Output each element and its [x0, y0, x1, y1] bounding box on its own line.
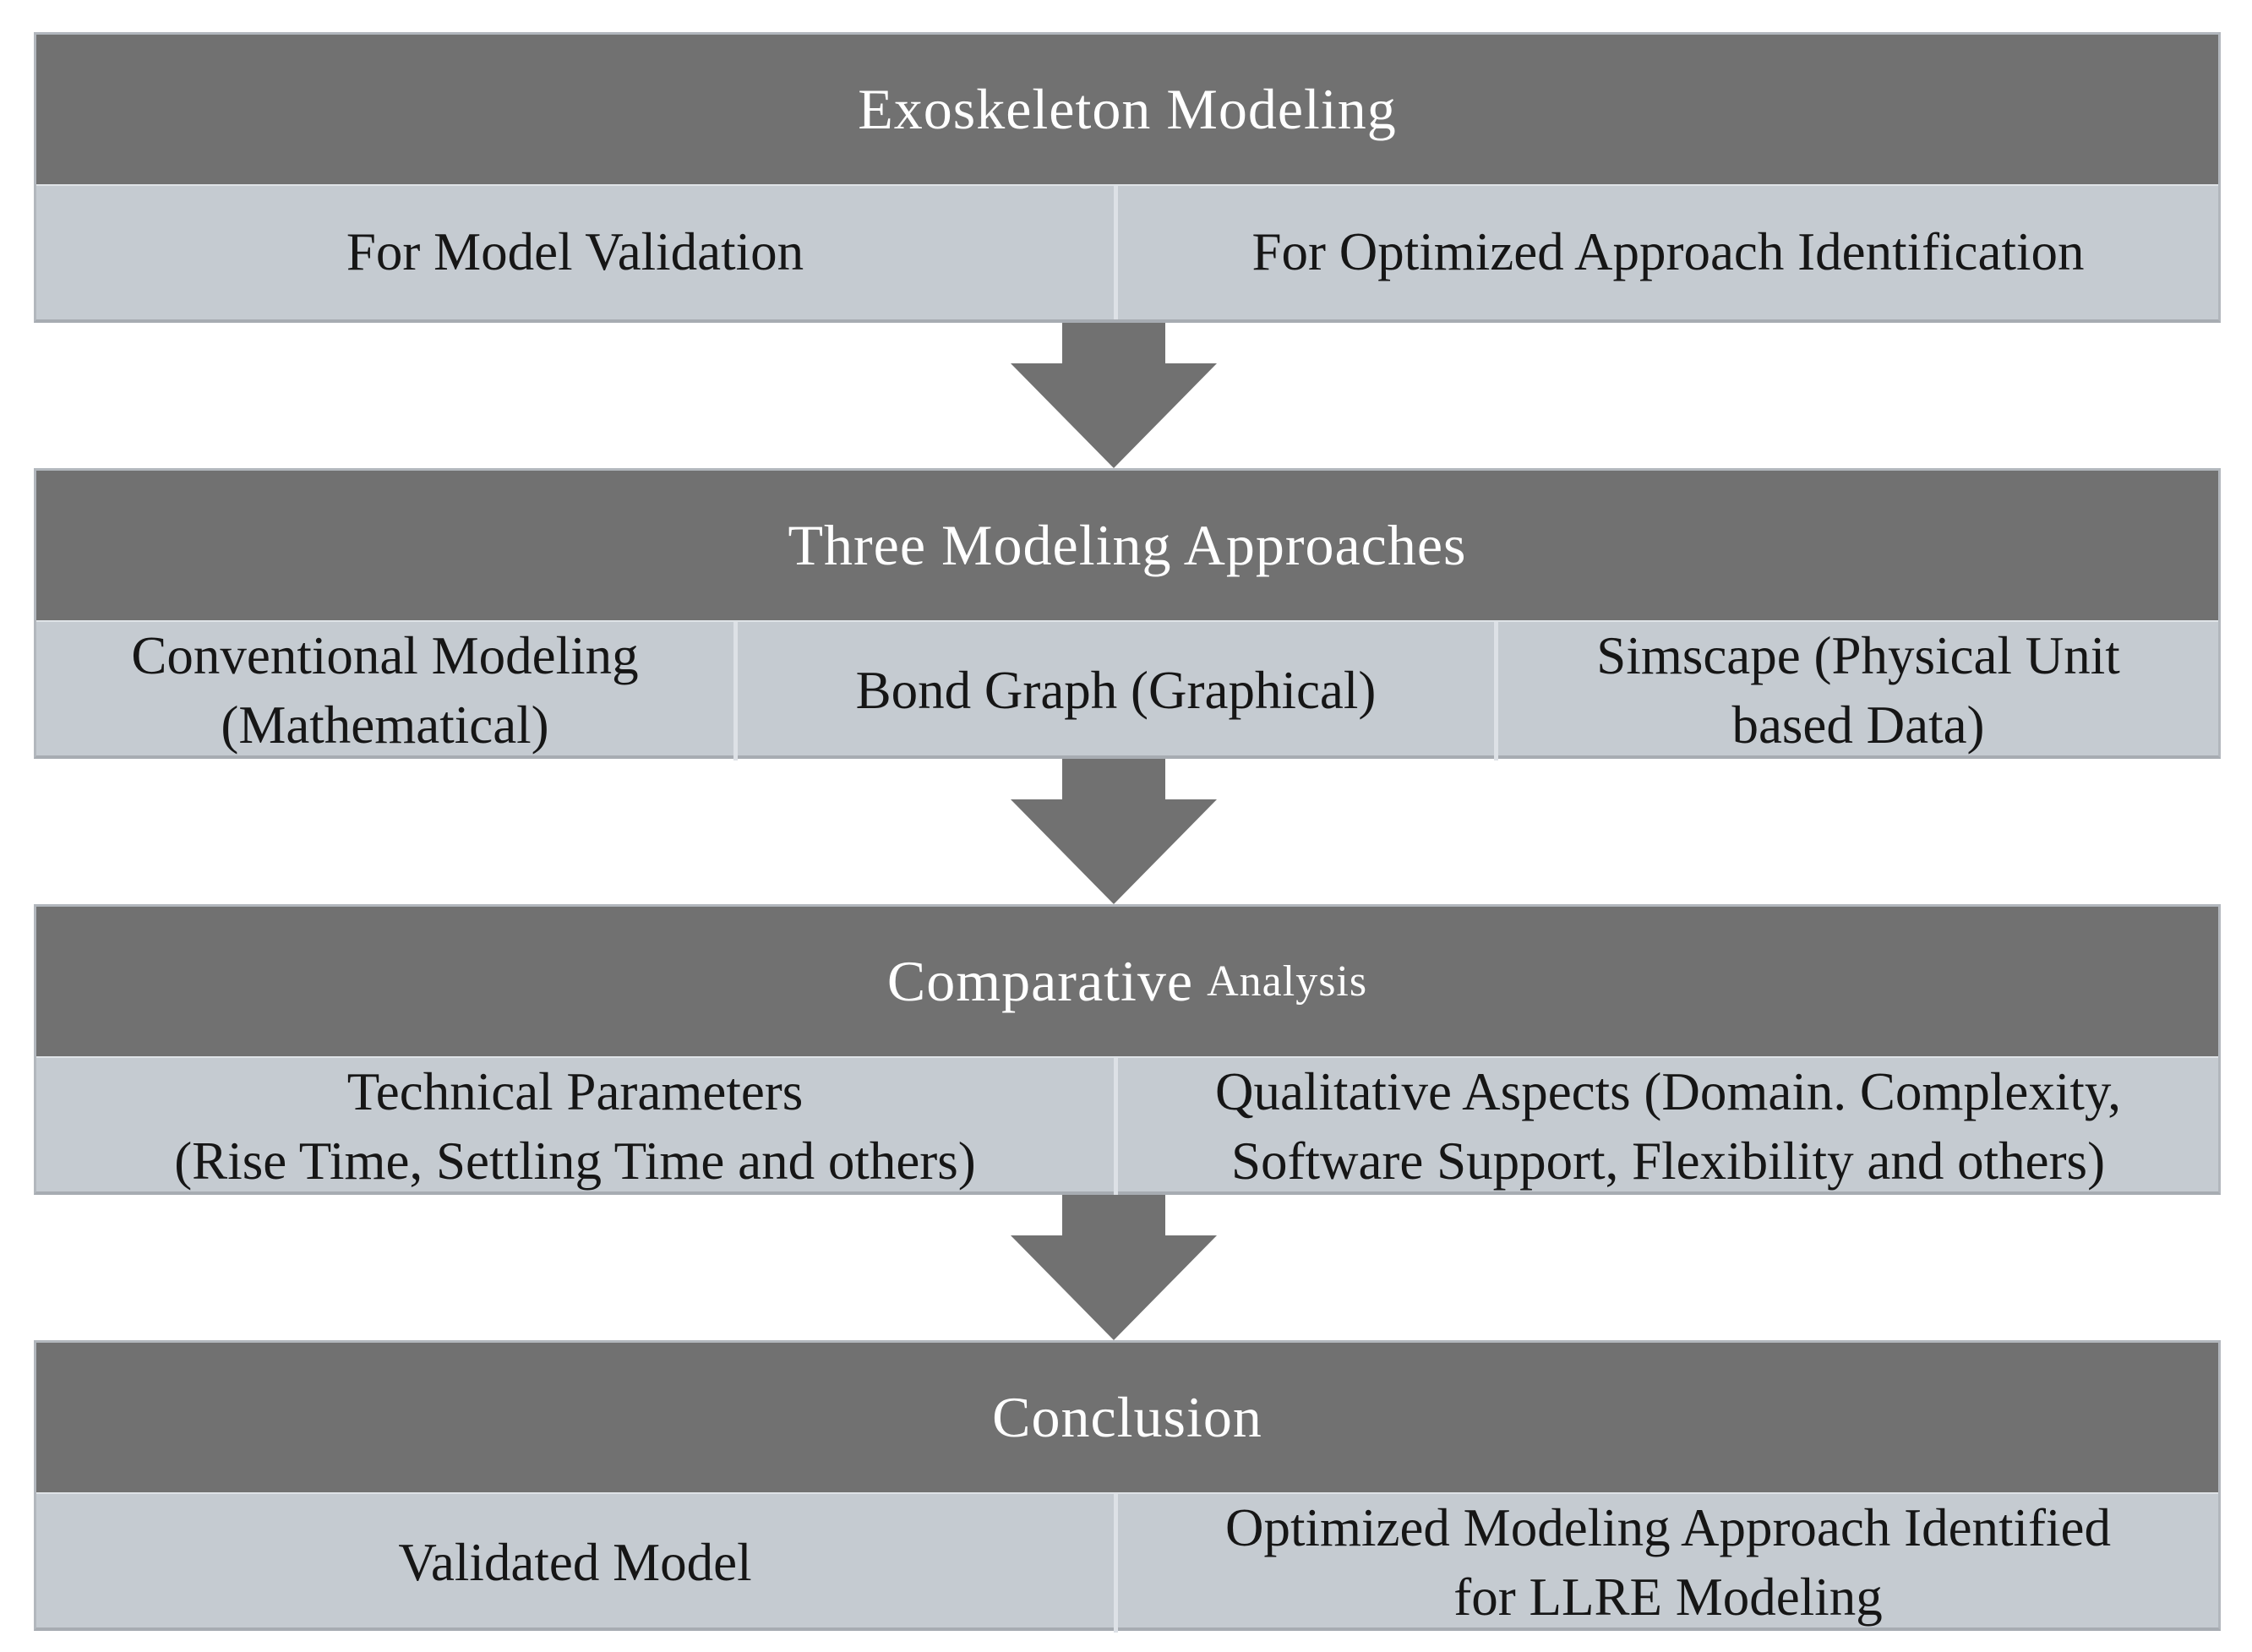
cell-text-line: Qualitative Aspects (Domain. Complexity,	[1215, 1062, 2121, 1121]
cell-text-line: based Data)	[1731, 695, 1985, 755]
block-comparative-analysis: Comparative Analysis Technical Parameter…	[34, 904, 2221, 1197]
cell-validated-model: Validated Model	[36, 1494, 1114, 1633]
block-three-modeling-approaches-row: Conventional Modeling (Mathematical) Bon…	[36, 620, 2218, 761]
cell-text-line: (Rise Time, Settling Time and others)	[174, 1131, 976, 1191]
block-conclusion-header: Conclusion	[36, 1343, 2218, 1492]
cell-optimized-approach-identified: Optimized Modeling Approach Identified f…	[1114, 1494, 2218, 1633]
block-conclusion-row: Validated Model Optimized Modeling Appro…	[36, 1492, 2218, 1633]
block-exoskeleton-modeling-row: For Model Validation For Optimized Appro…	[36, 184, 2218, 319]
block-comparative-analysis-header: Comparative Analysis	[36, 907, 2218, 1056]
block-exoskeleton-modeling-header: Exoskeleton Modeling	[36, 35, 2218, 184]
cell-text-line: Optimized Modeling Approach Identified	[1225, 1498, 2111, 1557]
block-title: Exoskeleton Modeling	[858, 77, 1397, 141]
cell-text-line: Software Support, Flexibility and others…	[1230, 1131, 2106, 1191]
cell-text-line: Technical Parameters	[346, 1062, 804, 1121]
cell-for-optimized-approach-identification: For Optimized Approach Identification	[1114, 186, 2218, 319]
cell-for-model-validation: For Model Validation	[36, 186, 1114, 319]
block-title: Conclusion	[992, 1385, 1262, 1449]
block-comparative-analysis-row: Technical Parameters (Rise Time, Settlin…	[36, 1056, 2218, 1197]
cell-qualitative-aspects: Qualitative Aspects (Domain. Complexity,…	[1114, 1058, 2218, 1197]
down-arrow-icon	[1011, 323, 1217, 468]
down-arrow-icon	[1011, 759, 1217, 904]
cell-text-line: Conventional Modeling	[131, 626, 639, 685]
cell-technical-parameters: Technical Parameters (Rise Time, Settlin…	[36, 1058, 1114, 1197]
cell-conventional-modeling: Conventional Modeling (Mathematical)	[36, 622, 733, 761]
block-title-secondary: Analysis	[1207, 957, 1368, 1006]
cell-text-line: (Mathematical)	[221, 695, 549, 755]
cell-text-line: Simscape (Physical Unit	[1596, 626, 2120, 685]
connector-3	[34, 1195, 2221, 1340]
block-three-modeling-approaches: Three Modeling Approaches Conventional M…	[34, 468, 2221, 761]
connector-2	[34, 759, 2221, 904]
cell-text-line: For Model Validation	[346, 222, 804, 282]
cell-text-line: For Optimized Approach Identification	[1251, 222, 2085, 282]
block-title: Three Modeling Approaches	[788, 513, 1467, 577]
down-arrow-icon	[1011, 1195, 1217, 1340]
block-exoskeleton-modeling: Exoskeleton Modeling For Model Validatio…	[34, 32, 2221, 323]
block-three-modeling-approaches-header: Three Modeling Approaches	[36, 471, 2218, 620]
block-conclusion: Conclusion Validated Model Optimized Mod…	[34, 1340, 2221, 1633]
cell-text-line: for LLRE Modeling	[1453, 1567, 1883, 1627]
block-title: Comparative	[886, 949, 1194, 1013]
flowchart: Exoskeleton Modeling For Model Validatio…	[34, 32, 2221, 1633]
cell-text-line: Validated Model	[398, 1532, 752, 1592]
cell-text-line: Bond Graph (Graphical)	[855, 660, 1377, 720]
cell-bond-graph: Bond Graph (Graphical)	[733, 622, 1494, 761]
cell-simscape: Simscape (Physical Unit based Data)	[1494, 622, 2218, 761]
connector-1	[34, 323, 2221, 468]
